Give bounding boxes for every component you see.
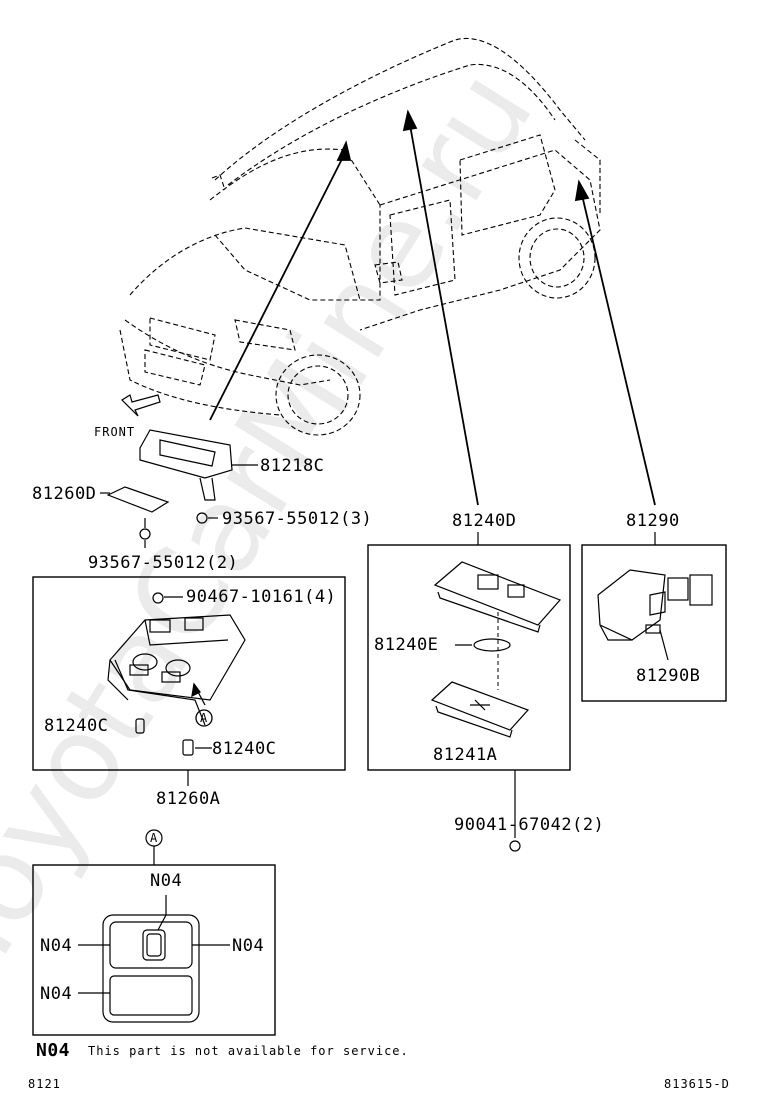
part-93567-55012-2[interactable]: 93567-55012(2) <box>88 553 239 573</box>
detail-n04-left: N04 <box>40 936 73 956</box>
map-lamp-assembly <box>107 614 246 726</box>
detail-n04-bottom: N04 <box>40 984 73 1004</box>
lens-81241a <box>430 681 530 738</box>
callout-a-box: A <box>200 711 209 725</box>
vehicle-outline <box>119 37 601 436</box>
part-81260d[interactable]: 81260D <box>32 484 97 504</box>
bracket-81260d <box>100 486 170 513</box>
part-81290[interactable]: 81290 <box>626 511 680 531</box>
bracket-81218c <box>139 429 258 501</box>
part-81218c[interactable]: 81218C <box>260 456 325 476</box>
front-direction-arrow <box>121 394 161 417</box>
box-81260a <box>32 576 346 771</box>
box-81240d <box>367 544 571 771</box>
detail-n04-right: N04 <box>232 936 265 956</box>
screws <box>139 512 521 852</box>
detail-n04-top: N04 <box>150 871 183 891</box>
part-81240c-right[interactable]: 81240C <box>212 739 277 759</box>
detail-lamp-front <box>78 895 230 1023</box>
part-81240c-left[interactable]: 81240C <box>44 716 109 736</box>
part-81260a[interactable]: 81260A <box>156 789 221 809</box>
view-arrow-a <box>191 682 213 727</box>
leader-arrows <box>209 109 656 506</box>
part-81241a[interactable]: 81241A <box>433 745 498 765</box>
lamp-81290 <box>597 569 713 661</box>
part-81240d[interactable]: 81240D <box>452 511 517 531</box>
bulb-81240e <box>455 638 511 652</box>
box-81290 <box>581 544 727 702</box>
footer-right-code: 813615-D <box>664 1077 730 1091</box>
part-90467-10161[interactable]: 90467-10161(4) <box>186 587 337 607</box>
bulbs-81240c <box>135 718 212 756</box>
note-text: This part is not available for service. <box>88 1044 409 1058</box>
footer-left-code: 8121 <box>28 1077 61 1091</box>
dome-lamp-housing <box>433 561 562 633</box>
box-detail-a <box>32 864 276 1036</box>
part-90041-67042[interactable]: 90041-67042(2) <box>454 815 605 835</box>
note-code: N04 <box>36 1040 71 1061</box>
part-81290b[interactable]: 81290B <box>636 666 701 686</box>
front-label: FRONT <box>94 425 136 439</box>
part-81240e[interactable]: 81240E <box>374 635 439 655</box>
callout-a-detail: A <box>150 831 159 845</box>
part-93567-55012-3[interactable]: 93567-55012(3) <box>222 509 373 529</box>
